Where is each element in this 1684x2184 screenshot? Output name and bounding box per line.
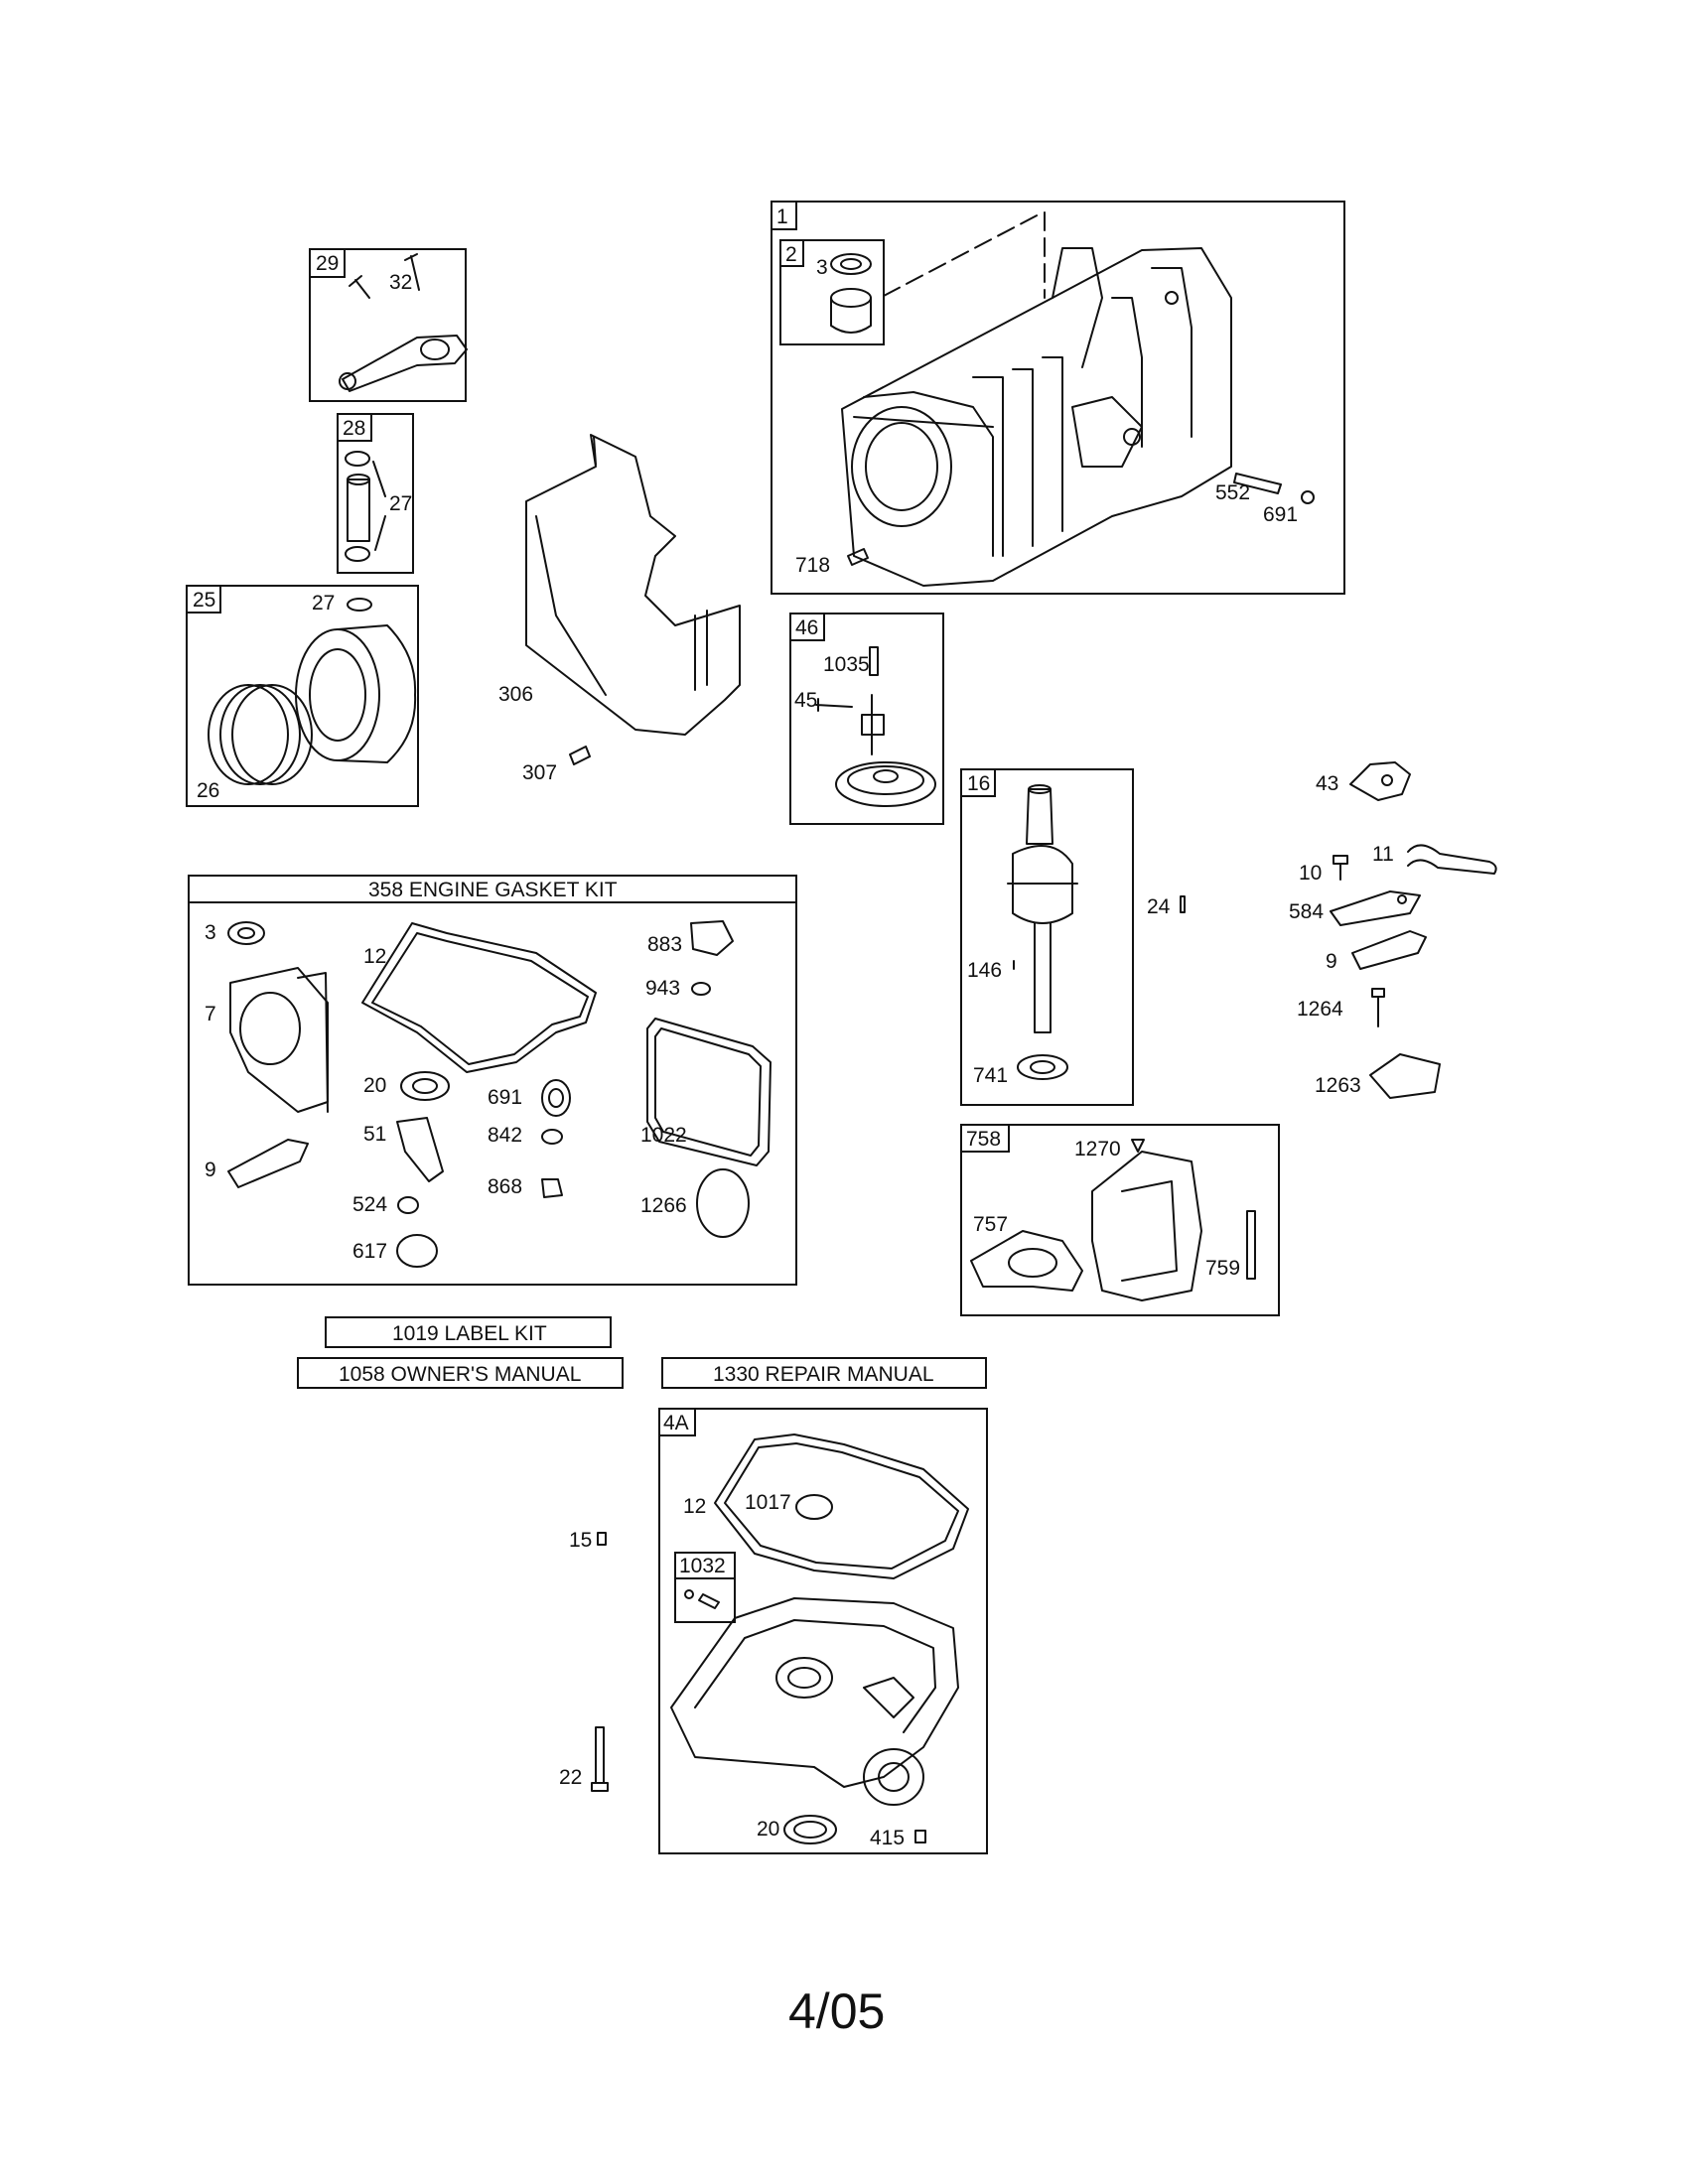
part-11-label: 11 bbox=[1372, 843, 1394, 866]
part-759-label: 759 bbox=[1205, 1257, 1240, 1280]
part-26-label: 26 bbox=[197, 779, 219, 802]
part-146-label: 146 bbox=[967, 959, 1002, 982]
group-28-tag: 28 bbox=[343, 417, 365, 440]
kit-part-842-label: 842 bbox=[488, 1124, 522, 1147]
group-1-tag: 1 bbox=[776, 205, 788, 228]
part-20-sump-label: 20 bbox=[757, 1818, 779, 1841]
part-27-pin-label: 27 bbox=[389, 492, 412, 515]
kit-part-20-label: 20 bbox=[363, 1074, 386, 1097]
connecting-rod-drawing bbox=[339, 335, 468, 392]
kit-banners: 1019 LABEL KIT 1058 OWNER'S MANUAL 1330 … bbox=[297, 1316, 987, 1389]
group-25-tag: 25 bbox=[193, 589, 215, 612]
part-1035-label: 1035 bbox=[823, 653, 870, 676]
group-16-tag: 16 bbox=[967, 772, 990, 795]
part-584-label: 584 bbox=[1289, 900, 1324, 923]
part-27-piston-label: 27 bbox=[312, 592, 335, 614]
part-10-label: 10 bbox=[1299, 862, 1322, 885]
part-3-label: 3 bbox=[816, 256, 828, 279]
part-1270-label: 1270 bbox=[1074, 1138, 1121, 1160]
part-415-label: 415 bbox=[870, 1827, 905, 1849]
governor-parts: 43 10 11 584 9 1264 1263 bbox=[1289, 761, 1497, 1099]
group-1032-tag: 1032 bbox=[679, 1555, 726, 1577]
group-25-piston: 25 27 26 bbox=[186, 585, 419, 807]
part-43-label: 43 bbox=[1316, 772, 1338, 795]
part-552-label: 552 bbox=[1215, 481, 1250, 504]
part-12-sump-label: 12 bbox=[683, 1495, 706, 1518]
part-741-label: 741 bbox=[973, 1064, 1008, 1087]
crankshaft-drawing bbox=[1007, 784, 1078, 1080]
part-757-label: 757 bbox=[973, 1213, 1008, 1236]
kit-part-943-label: 943 bbox=[645, 977, 680, 1000]
kit-part-691-label: 691 bbox=[488, 1086, 522, 1109]
kit-part-9-label: 9 bbox=[205, 1159, 216, 1181]
piston-drawing bbox=[295, 624, 417, 763]
cylinder-block-drawing bbox=[841, 247, 1232, 587]
part-32-label: 32 bbox=[389, 271, 412, 294]
kit-part-883-label: 883 bbox=[647, 933, 682, 956]
group-46-tag: 46 bbox=[795, 616, 818, 639]
part-15-label: 15 bbox=[569, 1529, 592, 1552]
part-1017-label: 1017 bbox=[745, 1491, 791, 1514]
gasket-kit-panel: 358 ENGINE GASKET KIT 3 12 883 943 7 20 … bbox=[188, 875, 797, 1286]
part-306-label: 306 bbox=[498, 683, 533, 706]
group-2-tag: 2 bbox=[785, 243, 797, 266]
part-718-label: 718 bbox=[795, 554, 830, 577]
part-1263-label: 1263 bbox=[1315, 1074, 1361, 1097]
part-24: 24 bbox=[1147, 895, 1186, 918]
part-24-label: 24 bbox=[1147, 895, 1171, 918]
page-footer-date: 4/05 bbox=[788, 1983, 885, 2039]
kit-part-868-label: 868 bbox=[488, 1175, 522, 1198]
sump-fasteners: 15 22 bbox=[559, 1529, 609, 1792]
group-4a-tag: 4A bbox=[663, 1412, 689, 1434]
kit-part-1266-label: 1266 bbox=[640, 1194, 687, 1217]
part-307-label: 307 bbox=[522, 761, 557, 784]
owners-manual-banner: 1058 OWNER'S MANUAL bbox=[339, 1363, 581, 1386]
kit-part-12-label: 12 bbox=[363, 945, 386, 968]
group-46-camshaft: 46 1035 45 bbox=[789, 613, 944, 825]
piston-rings-drawing bbox=[208, 684, 313, 785]
kit-part-3-label: 3 bbox=[205, 921, 216, 944]
group-29-tag: 29 bbox=[316, 252, 339, 275]
kit-part-51-label: 51 bbox=[363, 1123, 386, 1146]
part-691-label: 691 bbox=[1263, 503, 1298, 526]
camshaft-drawing bbox=[835, 694, 936, 807]
kit-part-617-label: 617 bbox=[352, 1240, 387, 1263]
group-16-crankshaft: 16 146 741 bbox=[960, 768, 1134, 1106]
repair-manual-banner: 1330 REPAIR MANUAL bbox=[713, 1363, 934, 1386]
label-kit-banner: 1019 LABEL KIT bbox=[392, 1322, 547, 1345]
part-22-label: 22 bbox=[559, 1766, 582, 1789]
kit-part-7-label: 7 bbox=[205, 1003, 216, 1025]
group-29-connecting-rod: 29 32 bbox=[309, 248, 468, 402]
group-1-cylinder-block: 1 2 3 552 bbox=[771, 201, 1345, 595]
group-758-tag: 758 bbox=[966, 1128, 1001, 1151]
group-28-piston-pin: 28 27 bbox=[337, 413, 414, 574]
part-1264-label: 1264 bbox=[1297, 998, 1343, 1021]
kit-part-524-label: 524 bbox=[352, 1193, 387, 1216]
gasket-kit-title: 358 ENGINE GASKET KIT bbox=[368, 879, 618, 901]
part-45-label: 45 bbox=[794, 689, 817, 712]
group-758-governor: 758 1270 757 759 bbox=[960, 1124, 1280, 1316]
group-4a-sump: 4A 12 1017 1032 20 415 bbox=[658, 1408, 988, 1854]
sump-drawing bbox=[670, 1597, 959, 1806]
part-306-shield: 306 307 bbox=[498, 434, 741, 784]
part-9-right-label: 9 bbox=[1326, 950, 1337, 973]
